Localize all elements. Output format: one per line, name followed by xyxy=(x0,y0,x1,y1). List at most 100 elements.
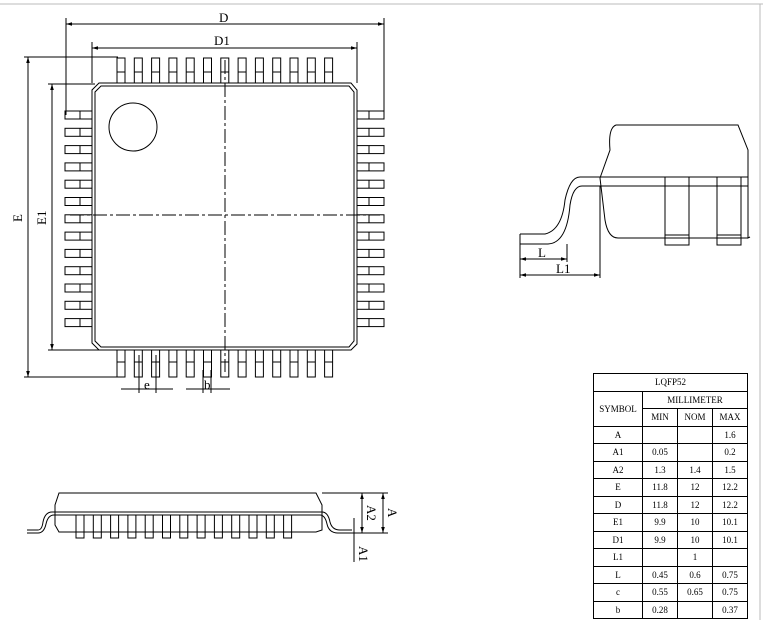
top-view: D D1 E E1 e b xyxy=(10,10,385,393)
side-pin xyxy=(248,514,258,539)
cell-min: 11.8 xyxy=(642,495,678,514)
cell-max: 12.2 xyxy=(712,478,748,497)
pin-bottom xyxy=(306,349,316,378)
pin-top xyxy=(289,57,299,84)
label-D: D xyxy=(219,10,228,25)
pin-right xyxy=(356,318,385,328)
pin-right xyxy=(356,266,385,276)
pin-top xyxy=(133,57,143,84)
cell-symbol: L1 xyxy=(593,548,643,567)
pin-left xyxy=(64,231,93,241)
cell-max: 0.75 xyxy=(712,565,748,584)
pin-left xyxy=(64,197,93,206)
side-pin xyxy=(213,514,223,539)
cell-symbol: E1 xyxy=(593,513,643,532)
pin-right xyxy=(356,300,385,310)
cell-min: 0.55 xyxy=(642,583,678,602)
label-E: E xyxy=(10,214,25,222)
pin-right xyxy=(356,179,385,189)
pin-top xyxy=(168,57,178,84)
pin-top xyxy=(254,57,264,84)
pin-top xyxy=(220,57,230,84)
side-pin xyxy=(283,514,293,539)
pin-right xyxy=(356,110,385,120)
side-pin xyxy=(75,514,85,539)
cell-max: 10.1 xyxy=(712,513,748,532)
side-pin xyxy=(144,514,154,539)
cell-max: 10.1 xyxy=(712,530,748,549)
side-pin xyxy=(92,514,102,539)
cell-max: 1.6 xyxy=(712,425,748,444)
pin-top xyxy=(185,57,195,84)
cell-symbol: D1 xyxy=(593,530,643,549)
side-pin xyxy=(265,514,275,539)
pin-right xyxy=(356,197,385,206)
pin-bottom xyxy=(220,349,230,378)
pin-right xyxy=(356,214,385,224)
pin-left xyxy=(64,127,93,137)
cell-max: 1.5 xyxy=(712,460,748,479)
label-b: b xyxy=(204,377,211,392)
pin-left xyxy=(64,162,93,172)
label-E1: E1 xyxy=(34,211,49,225)
pin-top xyxy=(306,57,316,84)
pin-bottom xyxy=(203,349,212,378)
cell-min: 0.05 xyxy=(642,443,678,462)
pin-left xyxy=(64,318,93,328)
pin1-marker xyxy=(108,102,158,152)
side-pin xyxy=(179,514,189,539)
cell-nom: 10 xyxy=(677,513,713,532)
cell-symbol: A1 xyxy=(593,443,643,462)
label-L1: L1 xyxy=(556,261,570,276)
cell-min: 0.45 xyxy=(642,565,678,584)
cell-max: 12.2 xyxy=(712,495,748,514)
pin-bottom xyxy=(185,349,195,378)
table-row: A 1.6 xyxy=(593,425,748,444)
pins xyxy=(64,57,385,378)
pin-left xyxy=(64,283,93,293)
symbol-header: SYMBOL xyxy=(593,390,643,427)
cell-min xyxy=(642,548,678,567)
side-pin xyxy=(162,514,171,539)
pin-left xyxy=(64,300,93,310)
pin-top xyxy=(324,57,334,84)
cell-max xyxy=(712,548,748,567)
side-view: A2 A A1 xyxy=(27,492,400,562)
cell-symbol: A xyxy=(593,425,643,444)
col-nom: NOM xyxy=(677,408,713,427)
cell-nom xyxy=(677,443,713,462)
cell-nom: 12 xyxy=(677,495,713,514)
side-pin xyxy=(231,514,241,539)
cell-nom: 0.6 xyxy=(677,565,713,584)
col-min: MIN xyxy=(642,408,678,427)
pin-bottom xyxy=(272,349,282,378)
cell-symbol: b xyxy=(593,600,643,619)
cell-max: 0.37 xyxy=(712,600,748,619)
label-e: e xyxy=(144,377,150,392)
label-D1: D1 xyxy=(214,33,230,48)
table-title: LQFP52 xyxy=(593,373,748,392)
pin-left xyxy=(64,110,93,120)
cell-min: 0.28 xyxy=(642,600,678,619)
package-body xyxy=(91,82,358,351)
pin-right xyxy=(356,283,385,293)
unit-header: MILLIMETER xyxy=(642,390,748,409)
lead-detail-view: L L1 xyxy=(519,124,751,278)
cell-nom: 1.4 xyxy=(677,460,713,479)
pin-bottom xyxy=(116,349,126,378)
cell-symbol: L xyxy=(593,565,643,584)
cell-min xyxy=(642,425,678,444)
pin-top xyxy=(116,57,126,84)
side-pin xyxy=(127,514,137,539)
cell-max: 0.2 xyxy=(712,443,748,462)
pin-top xyxy=(237,57,247,84)
label-A: A xyxy=(385,508,400,518)
